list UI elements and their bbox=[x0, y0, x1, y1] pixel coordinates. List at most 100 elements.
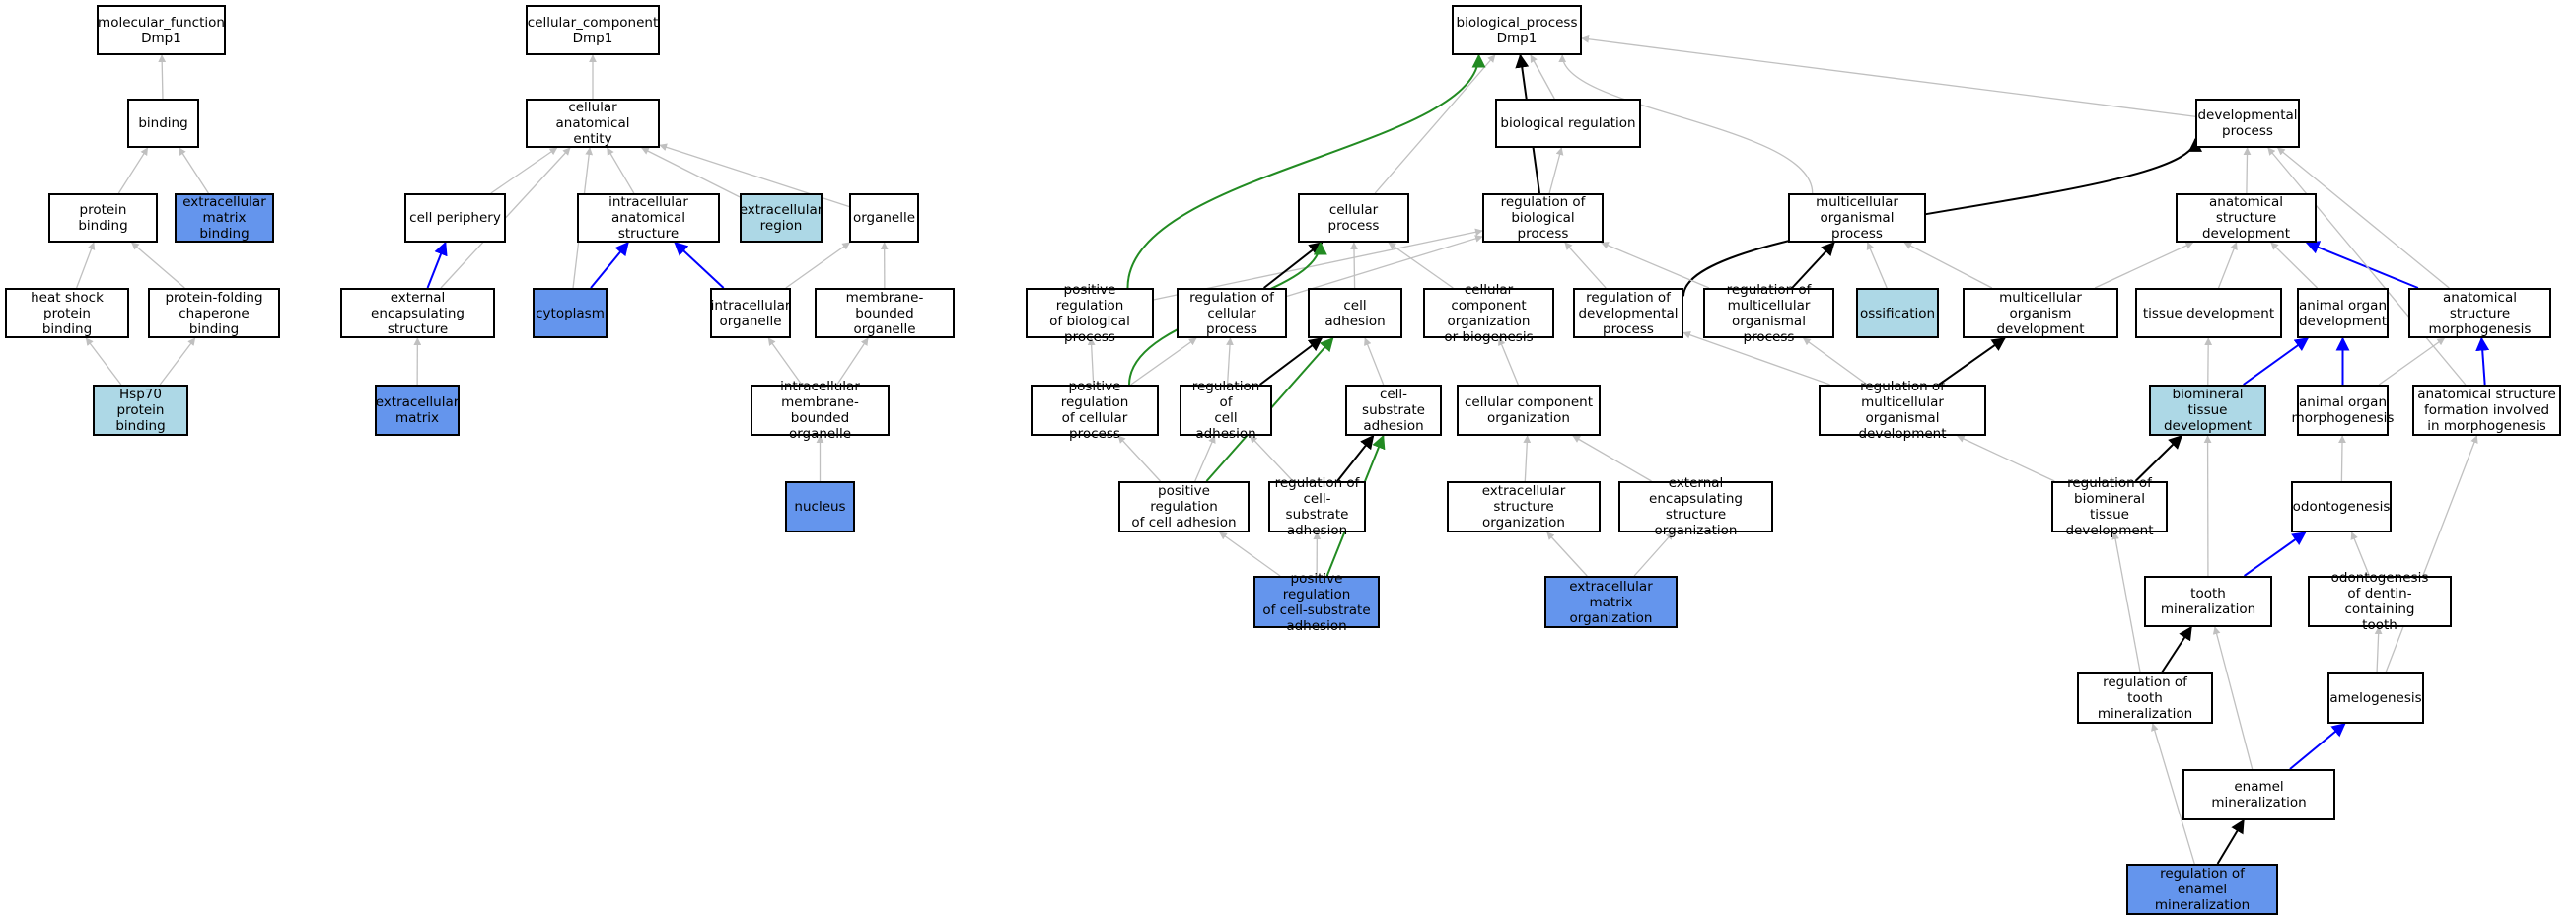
edge-csa-to-ca bbox=[1364, 337, 1385, 386]
node-mod[interactable]: multicellular organism development bbox=[1963, 288, 2118, 338]
edge-rcp-to-rbp bbox=[1286, 235, 1483, 297]
node-asd[interactable]: anatomical structure development bbox=[2176, 193, 2317, 243]
node-prcsa[interactable]: positive regulation of cell-substrate ad… bbox=[1253, 571, 1380, 634]
edge-prcp-to-prbp bbox=[1087, 337, 1096, 386]
node-ccob[interactable]: cellular component organization or bioge… bbox=[1423, 282, 1554, 345]
node-amel[interactable]: amelogenesis bbox=[2327, 672, 2424, 724]
edge-amel-to-asfm bbox=[2385, 435, 2478, 673]
node-prbp[interactable]: positive regulation of biological proces… bbox=[1026, 282, 1154, 345]
edge-hsp70-to-hspb bbox=[85, 337, 122, 386]
node-eso[interactable]: extracellular structure organization bbox=[1447, 481, 1601, 532]
edge-mop-to-bp bbox=[1558, 54, 1814, 194]
edge-rcsa-to-csa bbox=[1336, 434, 1375, 482]
edge-er-to-cae bbox=[641, 147, 741, 198]
edge-mod-to-mop bbox=[1903, 242, 1993, 289]
edge-rtm-to-tm bbox=[2161, 625, 2192, 673]
node-rcp[interactable]: regulation of cellular process bbox=[1177, 288, 1287, 338]
node-aod[interactable]: animal organ development bbox=[2297, 288, 2389, 338]
node-prca[interactable]: positive regulation of cell adhesion bbox=[1118, 481, 1250, 532]
node-pfcb[interactable]: protein-folding chaperone binding bbox=[148, 288, 280, 338]
edge-rdp-to-dp bbox=[1682, 137, 2202, 297]
node-rbp[interactable]: regulation of biological process bbox=[1482, 193, 1604, 243]
edge-mod-to-asd bbox=[2094, 242, 2194, 289]
node-rdp[interactable]: regulation of developmental process bbox=[1573, 288, 1683, 338]
node-cproc[interactable]: cellular process bbox=[1298, 193, 1409, 243]
node-asm[interactable]: anatomical structure morphogenesis bbox=[2408, 288, 2551, 338]
edge-rmod-to-mod bbox=[1938, 337, 2006, 386]
edge-hsp70-to-pfcb bbox=[159, 337, 196, 386]
edge-rcsa-to-rca bbox=[1250, 435, 1294, 482]
node-hspb[interactable]: heat shock protein binding bbox=[5, 288, 129, 338]
node-cp[interactable]: cell periphery bbox=[404, 193, 506, 243]
node-bp[interactable]: biological_process Dmp1 bbox=[1452, 5, 1582, 55]
node-mf[interactable]: molecular_function Dmp1 bbox=[97, 5, 226, 55]
edge-prca-to-rca bbox=[1194, 435, 1216, 482]
node-emo[interactable]: extracellular matrix organization bbox=[1544, 576, 1678, 628]
node-odg[interactable]: odontogenesis bbox=[2291, 481, 2392, 532]
node-rtm[interactable]: regulation of tooth mineralization bbox=[2077, 672, 2213, 724]
edge-rbp-to-breg bbox=[1548, 147, 1564, 194]
edge-prcsa-to-prca bbox=[1219, 531, 1281, 577]
edge-tm-to-odg bbox=[2243, 531, 2307, 577]
node-enm[interactable]: enamel mineralization bbox=[2182, 769, 2335, 820]
node-tm[interactable]: tooth mineralization bbox=[2144, 576, 2272, 627]
edge-rdp-to-rbp bbox=[1564, 242, 1607, 289]
node-em[interactable]: extracellular matrix bbox=[375, 385, 460, 436]
node-rbtd[interactable]: regulation of biomineral tissue developm… bbox=[2051, 475, 2168, 538]
edge-odct-to-odg bbox=[2350, 531, 2371, 577]
node-rca[interactable]: regulation of cell adhesion bbox=[1180, 379, 1272, 442]
edge-renm-to-enm bbox=[2216, 818, 2245, 865]
node-renm[interactable]: regulation of enamel mineralization bbox=[2126, 864, 2278, 915]
node-hsp70[interactable]: Hsp70 protein binding bbox=[93, 385, 188, 436]
edge-breg-to-bp bbox=[1530, 54, 1555, 100]
node-oss[interactable]: ossification bbox=[1856, 288, 1939, 338]
node-csa[interactable]: cell-substrate adhesion bbox=[1345, 385, 1442, 436]
edge-btd-to-aod bbox=[2243, 337, 2310, 386]
edge-asm-to-dp bbox=[2276, 147, 2450, 289]
node-rmop[interactable]: regulation of multicellular organismal p… bbox=[1703, 282, 1834, 345]
node-td[interactable]: tissue development bbox=[2135, 288, 2282, 338]
node-ca[interactable]: cell adhesion bbox=[1308, 288, 1402, 338]
edge-odg-to-aom bbox=[2338, 435, 2346, 482]
edge-amel-to-odct bbox=[2374, 626, 2383, 673]
node-imbo[interactable]: intracellular membrane-bounded organelle bbox=[751, 379, 890, 442]
edge-asfm-to-asm bbox=[2475, 336, 2490, 386]
node-breg[interactable]: biological regulation bbox=[1495, 99, 1641, 148]
edge-eso-to-cco bbox=[1523, 435, 1532, 482]
node-aom[interactable]: animal organ morphogenesis bbox=[2292, 385, 2394, 436]
node-btd[interactable]: biomineral tissue development bbox=[2149, 385, 2266, 436]
node-ias[interactable]: intracellular anatomical structure bbox=[577, 193, 720, 243]
edge-rmop-to-mop bbox=[1791, 241, 1835, 289]
node-er[interactable]: extracellular region bbox=[740, 193, 823, 243]
node-ees1[interactable]: external encapsulating structure bbox=[340, 288, 495, 338]
edge-binding-to-mf bbox=[158, 54, 167, 100]
edge-prcp-to-rcp bbox=[1130, 337, 1197, 386]
node-dp[interactable]: developmental process bbox=[2195, 99, 2300, 148]
node-emb[interactable]: extracellular matrix binding bbox=[175, 193, 274, 243]
node-cyto[interactable]: cytoplasm bbox=[533, 288, 608, 338]
edge-asfm-to-dp bbox=[2267, 147, 2467, 386]
node-rcsa[interactable]: regulation of cell-substrate adhesion bbox=[1268, 475, 1366, 538]
node-asfm[interactable]: anatomical structure formation involved … bbox=[2412, 385, 2561, 436]
node-odct[interactable]: odontogenesis of dentin-containing tooth bbox=[2308, 570, 2452, 633]
node-pb[interactable]: protein binding bbox=[48, 193, 158, 243]
edge-ees1-to-cp bbox=[426, 241, 448, 289]
edge-prca-to-prcp bbox=[1117, 435, 1161, 482]
edge-aod-to-asd bbox=[2270, 242, 2319, 289]
edge-ca-to-cproc bbox=[1350, 242, 1358, 289]
node-eeso[interactable]: external encapsulating structure organiz… bbox=[1618, 475, 1773, 538]
edge-prbp-to-bp bbox=[1126, 53, 1486, 289]
node-cae[interactable]: cellular anatomical entity bbox=[526, 99, 660, 148]
node-nuc[interactable]: nucleus bbox=[785, 481, 855, 532]
node-mop[interactable]: multicellular organismal process bbox=[1788, 193, 1926, 243]
node-org[interactable]: organelle bbox=[849, 193, 919, 243]
node-io[interactable]: intracellular organelle bbox=[710, 288, 791, 338]
edge-io-to-ias bbox=[674, 242, 725, 289]
node-cc[interactable]: cellular_component Dmp1 bbox=[526, 5, 660, 55]
node-rmod[interactable]: regulation of multicellular organismal d… bbox=[1819, 379, 1986, 442]
node-cco[interactable]: cellular component organization bbox=[1457, 385, 1601, 436]
node-prcp[interactable]: positive regulation of cellular process bbox=[1031, 379, 1159, 442]
node-binding[interactable]: binding bbox=[127, 99, 199, 148]
edge-aom-to-asm bbox=[2378, 337, 2446, 386]
node-mbo[interactable]: membrane-bounded organelle bbox=[815, 288, 955, 338]
